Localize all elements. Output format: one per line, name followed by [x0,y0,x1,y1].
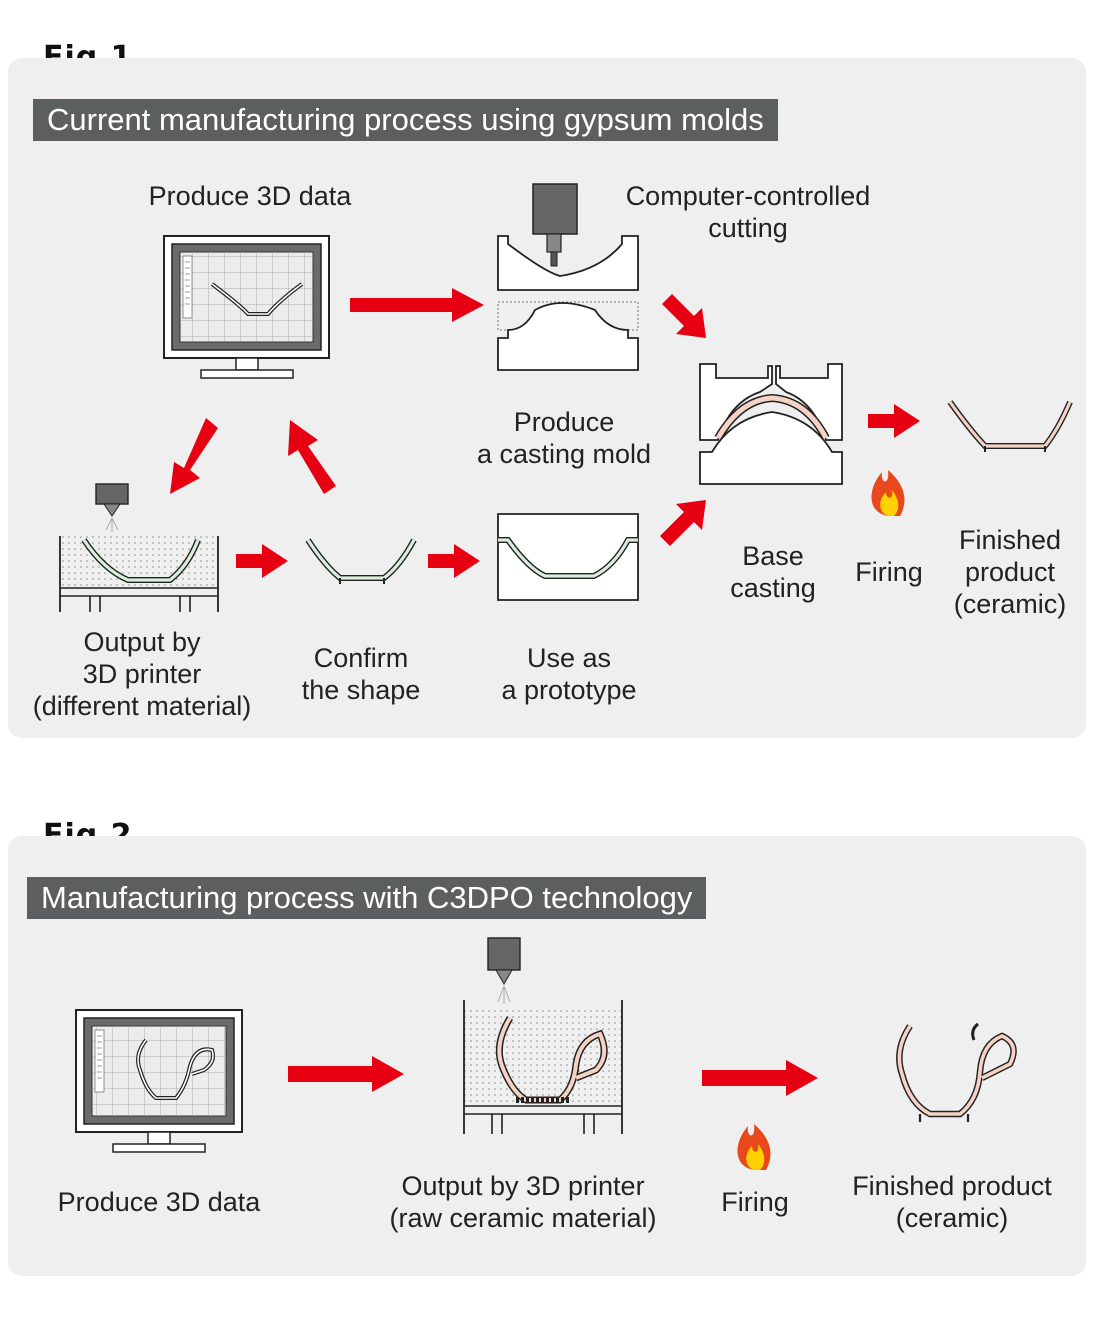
finished-product-icon [896,1022,1017,1122]
printer-bed-icon [59,536,219,612]
flame-icon [871,470,905,516]
label-finished-product: Finished product (ceramic) [953,525,1067,619]
label-computer-controlled-cutting: Computer-controlled cutting [625,181,871,243]
monitor-icon [163,235,330,379]
fig1-banner: Current manufacturing process using gyps… [33,99,778,141]
fig2-banner: Manufacturing process with C3DPO technol… [27,877,707,919]
label-output-by-3d-printer: Output by 3D printer (different material… [32,627,252,721]
printer-nozzle-icon [95,483,129,532]
arrow-icon [702,1060,818,1096]
arrow-icon [170,418,218,494]
gypsum-mold-icon [497,513,639,601]
label-firing: Firing [721,1187,789,1217]
printer-nozzle-icon [487,937,521,1004]
arrow-icon [288,1056,404,1092]
label-base-casting: Base casting [730,541,816,603]
arrow-icon [660,500,706,546]
printer-bed-icon [463,1000,623,1134]
flame-icon [737,1124,771,1170]
label-confirm-the-shape: Confirm the shape [301,643,421,705]
gypsum-mold-icon [497,235,639,371]
monitor-icon [75,1009,243,1153]
prototype-shape-icon [305,538,417,584]
label-output-by-3d-printer: Output by 3D printer (raw ceramic materi… [389,1171,657,1233]
arrow-icon [288,420,336,494]
arrow-icon [868,404,920,438]
finished-product-icon [947,400,1073,452]
gypsum-mold-icon [699,363,843,485]
label-finished-product: Finished product (ceramic) [852,1171,1052,1233]
cutting-tool-icon [532,183,578,267]
arrow-icon [236,544,288,578]
arrow-icon [350,288,484,322]
label-produce-3d-data: Produce 3D data [57,1187,261,1217]
label-produce-3d-data: Produce 3D data [148,181,352,211]
label-produce-casting-mold: Produce a casting mold [476,407,652,469]
arrow-icon [428,544,480,578]
label-firing: Firing [855,557,923,587]
fig1-panel [8,58,1086,738]
label-use-as-prototype: Use as a prototype [501,643,637,705]
arrow-icon [662,294,706,338]
